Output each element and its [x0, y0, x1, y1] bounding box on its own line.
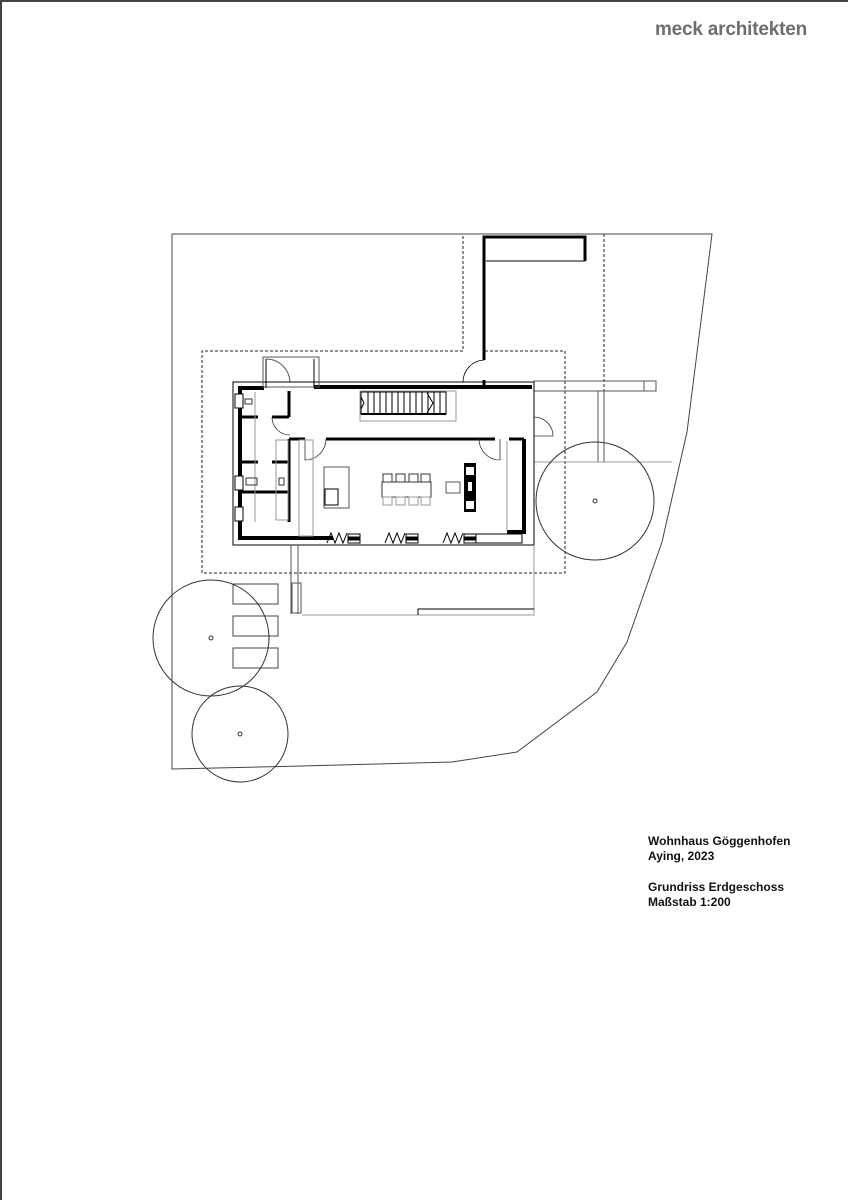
brand-logo: meck architekten [654, 19, 807, 40]
terrace [290, 545, 535, 616]
tree-icon [535, 441, 655, 561]
plot-boundary [171, 233, 713, 770]
trees [152, 441, 655, 783]
fireplace [445, 463, 476, 512]
setback-lines [201, 234, 605, 574]
sliding-windows [326, 531, 523, 545]
entrance [262, 356, 320, 388]
project-location-year: Aying, 2023 [648, 849, 715, 863]
exterior-walls [232, 380, 535, 546]
project-name: Wohnhaus Göggenhofen [648, 834, 791, 848]
title-block: Wohnhaus Göggenhofen Aying, 2023 Grundri… [648, 834, 790, 926]
door-swings [271, 416, 554, 461]
built-ins [254, 392, 508, 537]
tree-icon [152, 579, 270, 697]
dining-table [381, 473, 432, 506]
sanitary-fixtures [244, 398, 285, 486]
interior-walls [242, 391, 524, 522]
drawing-type: Grundriss Erdgeschoss [648, 880, 785, 894]
kitchen-island [323, 466, 350, 509]
staircase [359, 390, 457, 422]
parking-spaces [232, 583, 279, 669]
tree-icon [191, 685, 289, 783]
pergola [533, 380, 672, 463]
drawing-scale: Maßstab 1:200 [648, 895, 731, 909]
garden-wall [462, 235, 587, 383]
